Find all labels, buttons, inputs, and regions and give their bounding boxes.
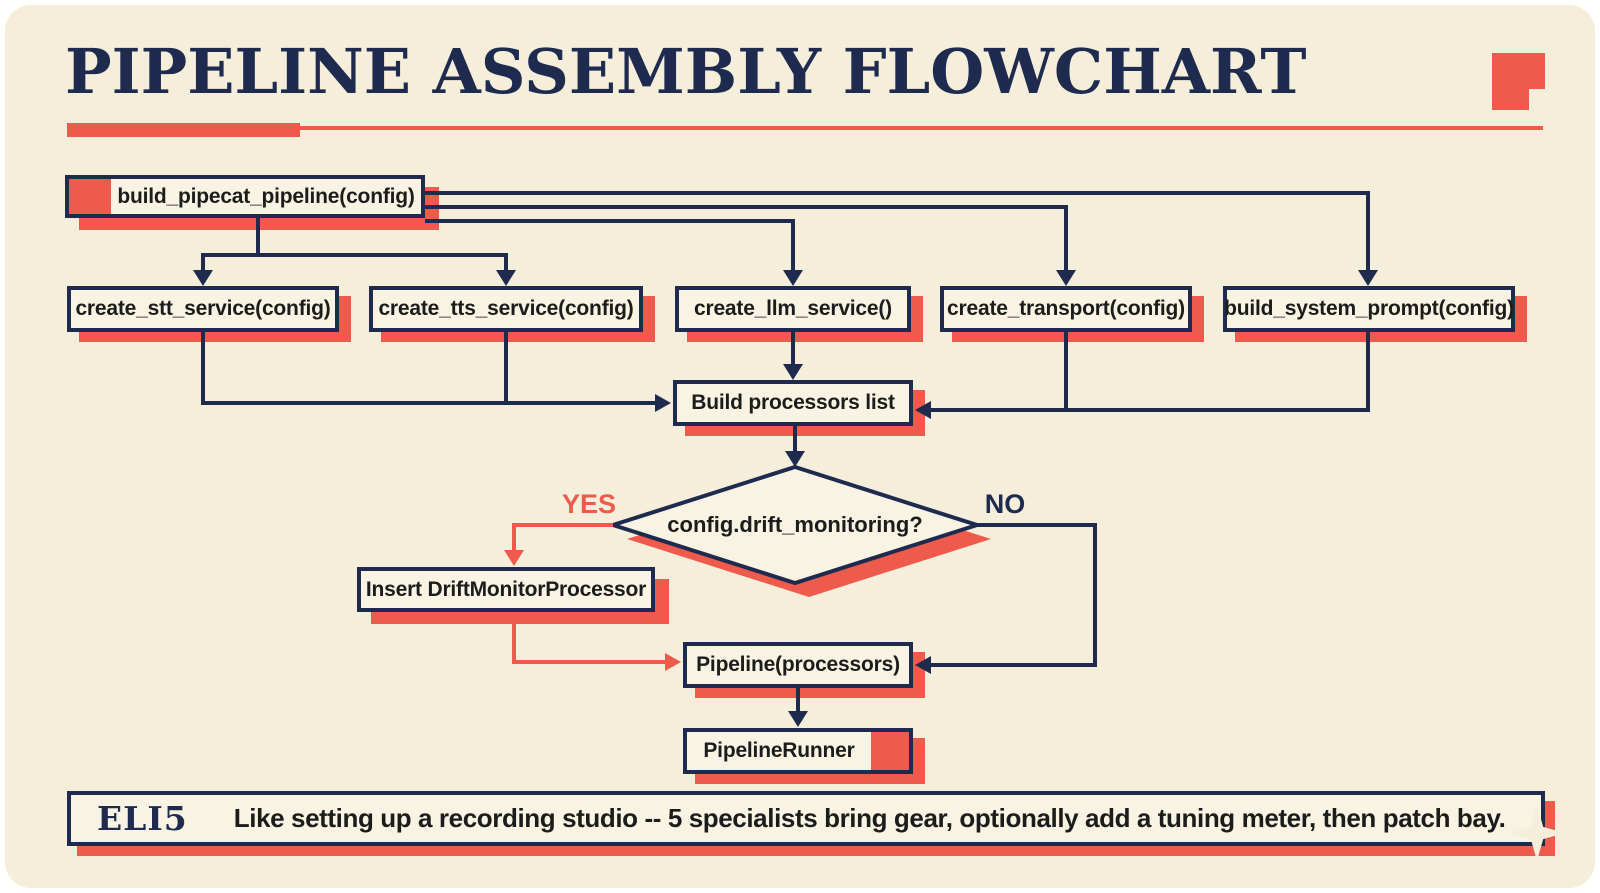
arrowhead-into-tts bbox=[496, 270, 516, 286]
arrowhead-into-pipeline-right bbox=[915, 656, 931, 674]
red-chip-icon bbox=[69, 179, 111, 214]
node-label: PipelineRunner bbox=[703, 739, 855, 762]
connector-root-split bbox=[201, 253, 508, 271]
node-create-tts-service: create_tts_service(config) bbox=[369, 286, 643, 332]
decision-label: config.drift_monitoring? bbox=[667, 512, 923, 537]
corner-accent-notch bbox=[1529, 89, 1545, 110]
node-label: build_system_prompt(config) bbox=[1224, 297, 1514, 320]
node-build-system-prompt: build_system_prompt(config) bbox=[1223, 286, 1515, 332]
arrowhead-into-transport bbox=[1056, 270, 1076, 286]
arrowhead-into-buildlist-top bbox=[783, 364, 803, 380]
arrowhead-into-runner bbox=[788, 711, 808, 727]
node-create-stt-service: create_stt_service(config) bbox=[67, 286, 339, 332]
arrowhead-into-llm bbox=[783, 270, 803, 286]
node-label: create_transport(config) bbox=[947, 297, 1185, 320]
arrowhead-into-stt bbox=[193, 270, 213, 286]
node-label: create_llm_service() bbox=[694, 297, 892, 320]
arrowhead-into-prompt bbox=[1358, 270, 1378, 286]
node-insert-driftmonitorprocessor: Insert DriftMonitorProcessor bbox=[357, 567, 655, 612]
connector-yes-branch bbox=[512, 523, 613, 550]
red-chip-icon bbox=[871, 732, 909, 770]
poster-card: PIPELINE ASSEMBLY FLOWCHART build_pipeca… bbox=[5, 5, 1595, 888]
connector-root-to-llm bbox=[425, 219, 795, 271]
node-create-transport: create_transport(config) bbox=[940, 286, 1192, 332]
page-title: PIPELINE ASSEMBLY FLOWCHART bbox=[65, 35, 1307, 108]
connector-stt-to-buildlist bbox=[201, 332, 655, 405]
eli5-text: Like setting up a recording studio -- 5 … bbox=[233, 803, 1506, 833]
title-underline bbox=[67, 123, 1543, 137]
node-build-pipecat-pipeline: build_pipecat_pipeline(config) bbox=[65, 175, 425, 218]
node-label: build_pipecat_pipeline(config) bbox=[117, 184, 415, 208]
connector-no-branch bbox=[931, 523, 1097, 667]
node-label: Insert DriftMonitorProcessor bbox=[365, 577, 647, 601]
branch-label-yes: YES bbox=[561, 489, 617, 519]
arrowhead-into-decision bbox=[785, 451, 805, 467]
arrowhead-into-buildlist-left bbox=[655, 394, 671, 412]
node-pipeline-processors: Pipeline(processors) bbox=[683, 642, 913, 688]
node-create-llm-service: create_llm_service() bbox=[675, 286, 911, 332]
arrowhead-into-drift bbox=[504, 550, 524, 566]
connector-root-to-prompt bbox=[425, 191, 1370, 271]
corner-accent-icon bbox=[1492, 53, 1545, 110]
eli5-label: ELI5 bbox=[97, 799, 188, 838]
connector-root-to-transport bbox=[425, 205, 1068, 271]
underline-thick-segment bbox=[67, 123, 300, 137]
node-label: Build processors list bbox=[691, 391, 895, 414]
node-label: create_stt_service(config) bbox=[75, 297, 331, 320]
arrowhead-into-buildlist-right bbox=[915, 401, 931, 419]
node-label: create_tts_service(config) bbox=[378, 297, 634, 320]
connector-drift-to-pipeline bbox=[512, 612, 665, 664]
connector-prompt-to-buildlist bbox=[931, 332, 1370, 412]
node-build-processors-list: Build processors list bbox=[673, 380, 913, 426]
decision-diamond-shadow bbox=[627, 481, 991, 597]
node-label: Pipeline(processors) bbox=[696, 653, 900, 676]
navy-connectors bbox=[201, 191, 1370, 712]
arrowhead-into-pipeline-left bbox=[665, 653, 681, 671]
branch-label-no: NO bbox=[984, 489, 1026, 519]
node-pipeline-runner: PipelineRunner bbox=[683, 728, 913, 774]
eli5-bar: ELI5 Like setting up a recording studio … bbox=[67, 791, 1545, 846]
underline-thin-segment bbox=[300, 126, 1543, 130]
